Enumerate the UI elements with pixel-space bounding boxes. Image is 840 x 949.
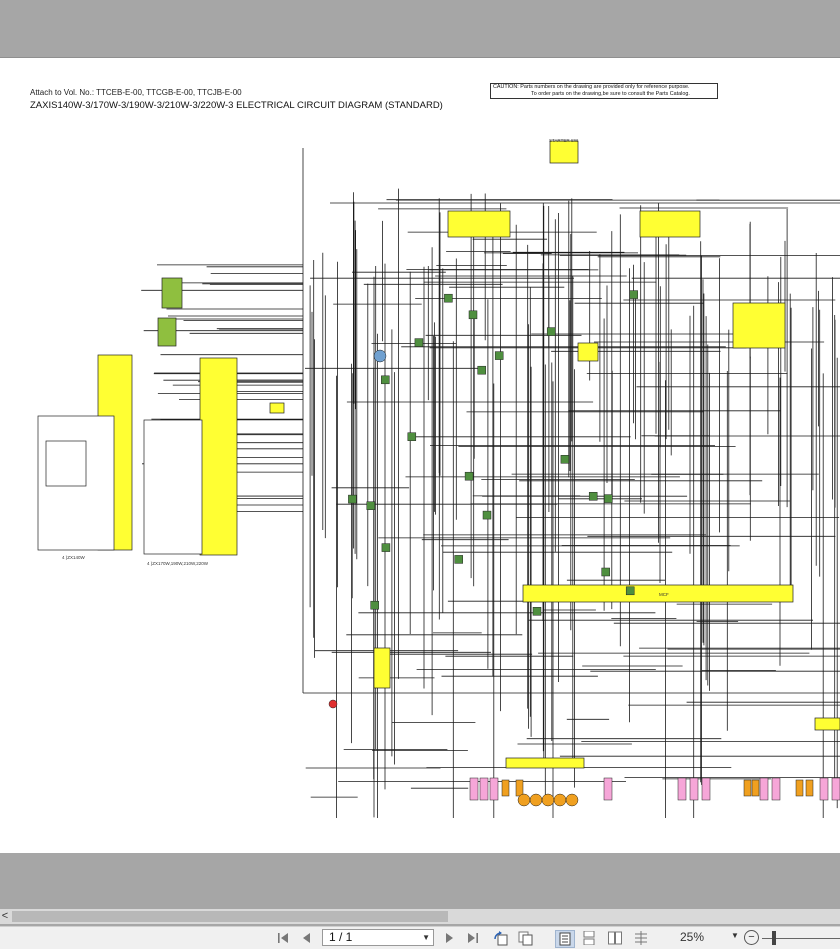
relay-green-a	[161, 277, 183, 309]
connector-block-mid	[199, 357, 238, 556]
continuous-icon[interactable]	[580, 930, 598, 946]
relay-symbol	[464, 471, 474, 481]
last-page-icon[interactable]	[465, 930, 481, 946]
top-gray-bar	[0, 0, 840, 57]
orange-sensor	[517, 793, 531, 807]
orange-sensor	[529, 793, 543, 807]
relay-symbol	[468, 310, 478, 320]
pink-component	[819, 777, 829, 801]
caution-line-1: CAUTION: Parts numbers on the drawing ar…	[493, 84, 690, 90]
prev-page-icon[interactable]	[299, 930, 313, 946]
first-page-icon[interactable]	[275, 930, 291, 946]
viewer-toolbar: 1 / 1 ▼ 25% ▼ −	[0, 926, 840, 949]
facing-continuous-icon[interactable]	[632, 930, 650, 946]
small-part-a	[577, 342, 599, 362]
orange-component	[795, 779, 804, 797]
facing-icon[interactable]	[606, 930, 624, 946]
relay-symbol	[381, 543, 391, 552]
page-number-field[interactable]: 1 / 1 ▼	[322, 929, 434, 946]
scrollbar-thumb[interactable]	[12, 911, 448, 922]
zoom-slider-thumb[interactable]	[772, 931, 776, 945]
display-outline	[45, 440, 87, 487]
starter-sw-label: STARTER SW	[549, 138, 579, 143]
rotate-icon[interactable]	[492, 930, 510, 946]
caution-line-2: To order parts on the drawing,be sure to…	[531, 91, 690, 97]
mcf-label: MCF	[659, 592, 669, 597]
relay-symbol	[444, 293, 453, 303]
starter-sw	[549, 140, 579, 164]
caution-box: CAUTION: Parts numbers on the drawing ar…	[490, 83, 718, 99]
scroll-left-icon[interactable]: <	[1, 910, 9, 922]
motor-symbol	[373, 349, 387, 363]
diagram-title: ZAXIS140W-3/170W-3/190W-3/210W-3/220W-3 …	[30, 100, 443, 111]
orange-component	[515, 779, 524, 797]
pink-component	[701, 777, 711, 801]
pink-component	[689, 777, 699, 801]
warning-lamp	[328, 699, 338, 709]
orange-sensor	[565, 793, 579, 807]
orange-component	[743, 779, 752, 797]
orange-sensor	[541, 793, 555, 807]
pink-component	[831, 777, 840, 801]
single-page-icon[interactable]	[555, 930, 575, 948]
bottom-connector	[505, 757, 585, 769]
pink-component	[759, 777, 769, 801]
relay-symbol	[407, 432, 417, 441]
small-part-b	[269, 402, 285, 414]
horizontal-scrollbar[interactable]: <	[0, 909, 840, 924]
relay-symbol	[601, 567, 610, 577]
circuit-diagram	[37, 140, 840, 818]
chevron-down-icon[interactable]: ▼	[422, 933, 430, 942]
relay-symbol	[546, 327, 556, 336]
relay-symbol	[348, 494, 357, 504]
next-page-icon[interactable]	[443, 930, 457, 946]
relay-symbol	[625, 586, 635, 596]
zoom-dropdown-icon[interactable]: ▼	[731, 931, 739, 940]
pink-component	[603, 777, 613, 801]
page-indicator: 1 / 1	[329, 930, 353, 944]
relay-symbol	[381, 375, 390, 385]
edge-part	[814, 717, 840, 731]
pink-component	[771, 777, 781, 801]
attach-line: Attach to Vol. No.: TTCEB-E-00, TTCGB-E-…	[30, 88, 242, 97]
relay-symbol	[604, 494, 613, 503]
relay-symbol	[366, 501, 376, 510]
relay-symbol	[629, 290, 638, 299]
relay-symbol	[477, 365, 486, 375]
relay-green-b	[157, 317, 177, 347]
model-140-label: 4 )ZX140W	[62, 555, 85, 560]
model-others-label: 4 )ZX170W,190W,210W,220W	[147, 561, 209, 566]
relay-symbol	[482, 510, 492, 520]
panel-outline-mid	[143, 419, 203, 555]
orange-component	[751, 779, 760, 797]
relay-symbol	[532, 607, 542, 616]
orange-sensor	[553, 793, 567, 807]
pink-component	[489, 777, 499, 801]
document-page: Attach to Vol. No.: TTCEB-E-00, TTCGB-E-…	[0, 57, 840, 853]
copy-icon[interactable]	[517, 930, 535, 946]
relay-symbol	[494, 351, 504, 360]
pink-component	[479, 777, 489, 801]
relay-symbol	[588, 492, 598, 501]
connector-bottom	[373, 647, 391, 689]
relay-symbol	[414, 338, 424, 347]
mcf-connector	[522, 584, 794, 603]
relay-symbol	[454, 555, 463, 564]
orange-component	[501, 779, 510, 797]
relay-symbol	[560, 455, 570, 464]
zoom-slider-track[interactable]	[762, 938, 840, 939]
relay-symbol	[370, 600, 379, 610]
connector-top-a	[447, 210, 511, 238]
orange-component	[805, 779, 814, 797]
zoom-level[interactable]: 25%	[680, 930, 705, 944]
relay-box-right	[732, 302, 786, 349]
connector-top-b	[639, 210, 701, 238]
zoom-out-icon[interactable]: −	[744, 930, 759, 945]
pink-component	[677, 777, 687, 801]
pink-component	[469, 777, 479, 801]
